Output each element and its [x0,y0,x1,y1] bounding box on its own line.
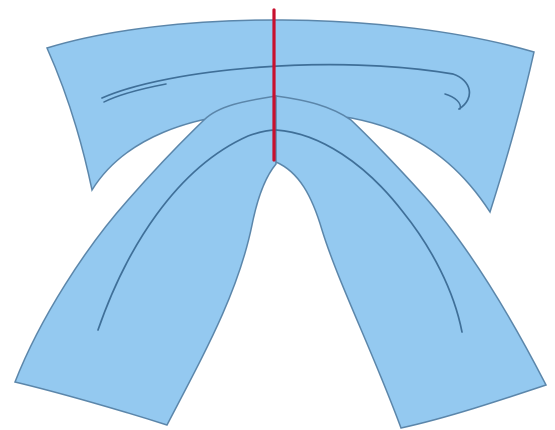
left-leg [15,96,276,425]
